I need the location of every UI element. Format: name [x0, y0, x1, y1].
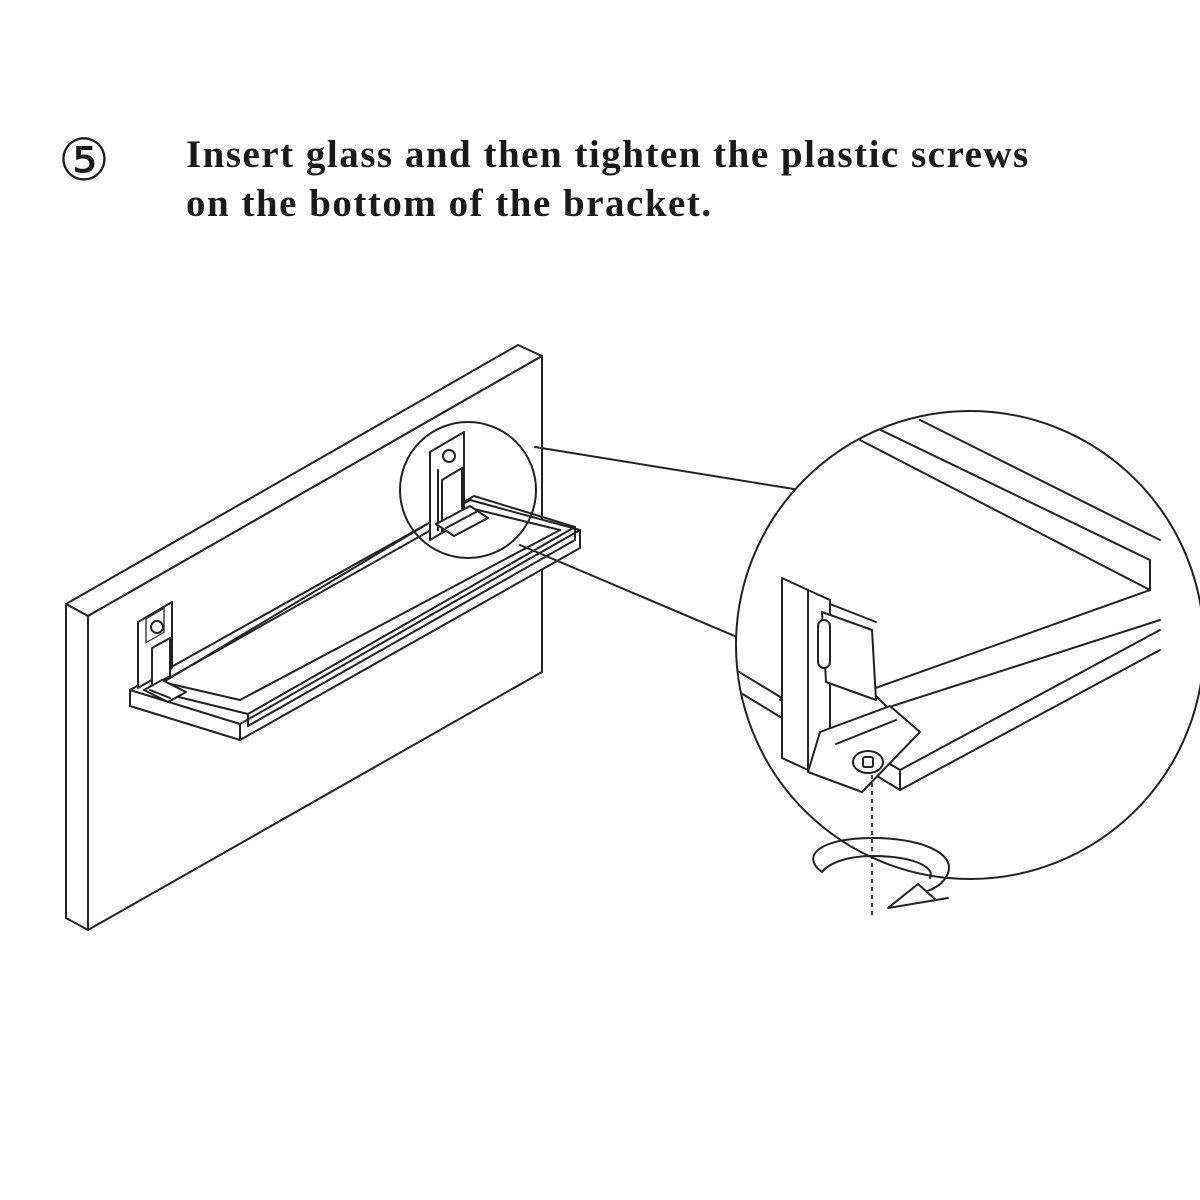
detail-screw: [852, 750, 884, 774]
leader-lines: [519, 446, 801, 641]
bracket-left: [137, 601, 187, 703]
bracket-right: [429, 431, 489, 541]
instruction-text: Insert glass and then tighten the plasti…: [186, 130, 1146, 228]
detail-bracket: [781, 577, 921, 793]
magnifier-circle: [399, 421, 537, 559]
detail-view: [735, 410, 1200, 915]
instruction-line-1: Insert glass and then tighten the plasti…: [186, 133, 1030, 176]
instruction-line-2: on the bottom of the bracket.: [186, 182, 713, 225]
glass-shelf: [129, 495, 581, 741]
step-number: ⑤: [58, 126, 110, 194]
rotation-arrow-icon: [812, 837, 950, 909]
